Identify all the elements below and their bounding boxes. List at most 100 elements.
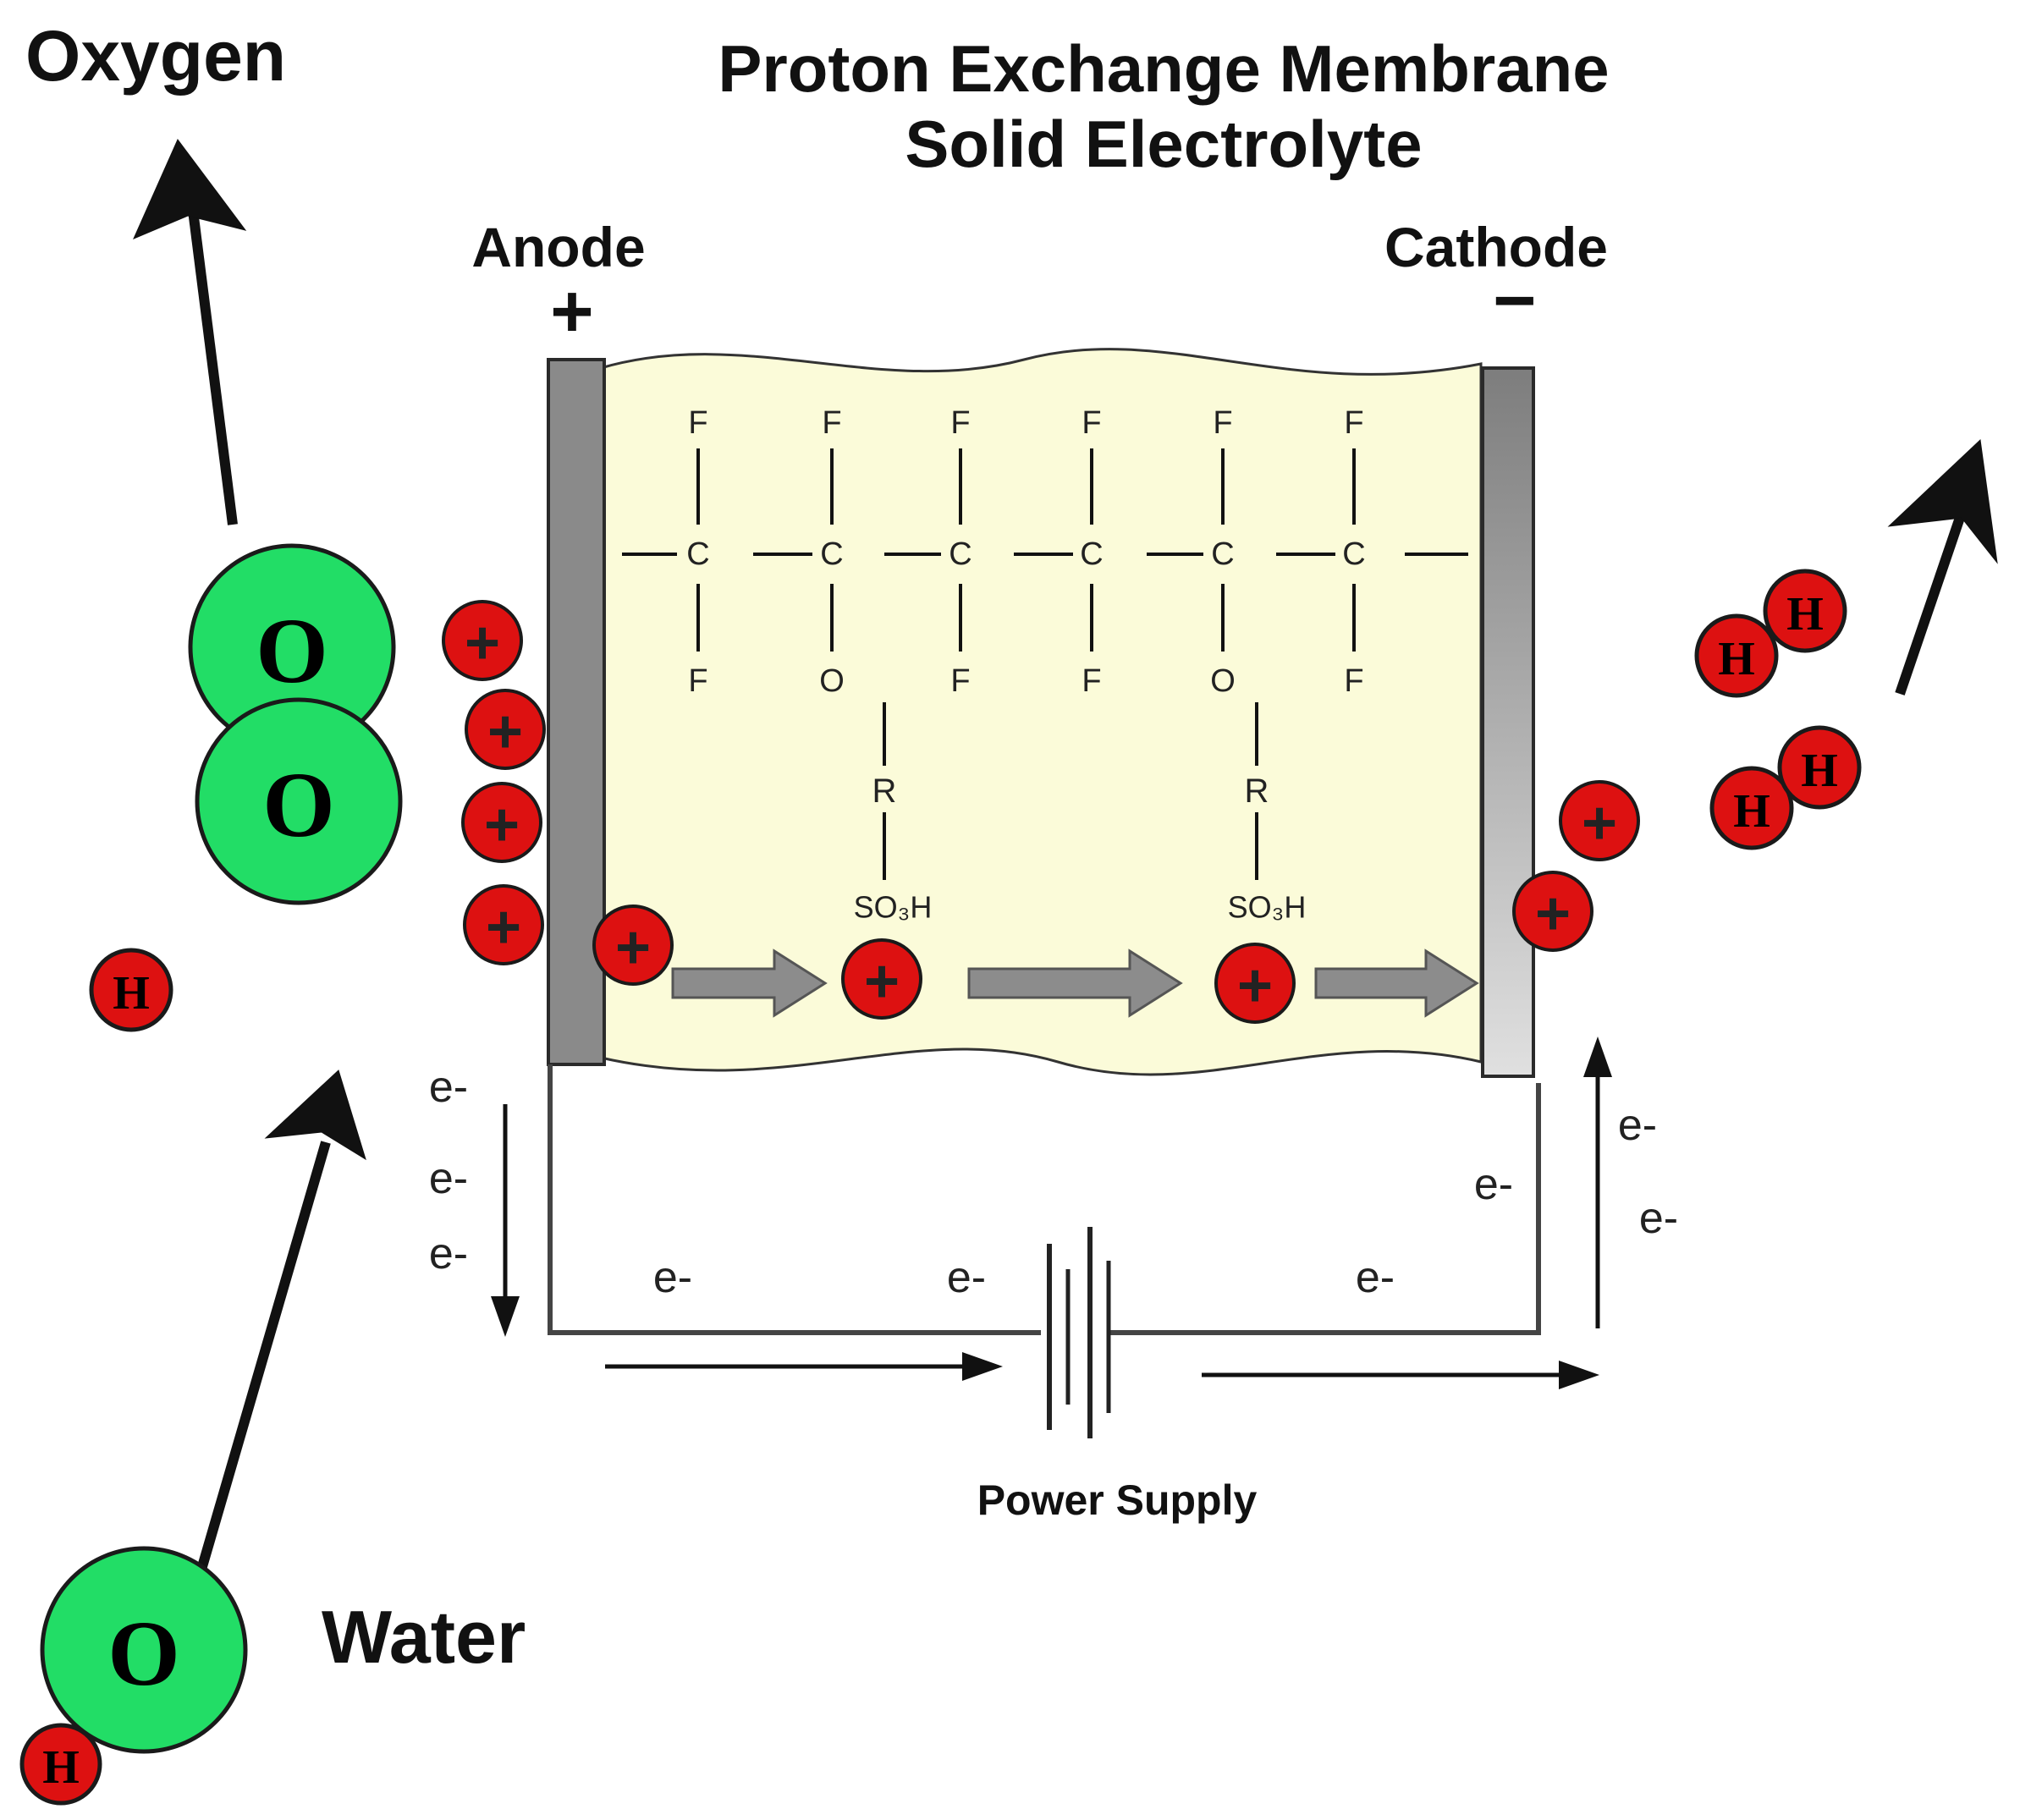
- carbon-atom: C: [686, 536, 709, 572]
- oxygen-atom-symbol: O: [256, 599, 328, 702]
- proton-sign: +: [484, 791, 520, 859]
- fluorine-atom: F: [822, 405, 841, 441]
- proton-sign: +: [1535, 880, 1571, 948]
- hydrogen-atom: H: [1777, 725, 1862, 810]
- electron-label: e-: [653, 1253, 692, 1302]
- power-supply-label: Power Supply: [977, 1476, 1258, 1524]
- anode-sign: +: [550, 269, 593, 353]
- proton-sign: +: [1237, 952, 1273, 1020]
- fluorine-atom: F: [950, 405, 970, 441]
- proton-sign: +: [487, 698, 523, 766]
- proton: +: [592, 905, 674, 986]
- oxygen-atom: O: [40, 1546, 248, 1754]
- electron-label: e-: [947, 1253, 986, 1302]
- fluorine-atom: F: [1082, 663, 1101, 699]
- proton-flow-arrows: [671, 948, 1479, 1018]
- electron-label: e-: [429, 1229, 468, 1278]
- fluorine-atom: F: [1344, 405, 1363, 441]
- hydrogen-atom-symbol: H: [42, 1741, 80, 1794]
- proton: +: [463, 884, 544, 965]
- fluorine-atom: F: [1213, 405, 1232, 441]
- electron-down-arrow: [491, 1104, 520, 1337]
- external-circuit: [548, 1064, 1541, 1335]
- carbon-atom: C: [1211, 536, 1234, 572]
- proton-sign: +: [1582, 789, 1617, 857]
- ether-oxygen-atom: O: [819, 663, 845, 699]
- proton: +: [465, 689, 546, 770]
- proton-sign: +: [486, 894, 521, 961]
- protons: +++++++++: [442, 600, 1640, 1024]
- proton: +: [1512, 871, 1593, 952]
- hydrogen-atom-symbol: H: [113, 967, 150, 1020]
- water-in-arrowhead: [264, 1069, 366, 1161]
- proton-flow-arrow: [967, 948, 1183, 1018]
- carbon-atom: C: [1080, 536, 1103, 572]
- membrane: [599, 348, 1483, 1076]
- carbon-atom: C: [1342, 536, 1365, 572]
- proton: +: [841, 938, 922, 1020]
- hydrogen-atom: H: [89, 948, 173, 1032]
- electron-label: e-: [1474, 1160, 1513, 1209]
- electron-label: e-: [1618, 1101, 1657, 1150]
- electron-flow-arrows: [491, 1036, 1612, 1389]
- hydrogen-out-arrow: [1895, 506, 1968, 696]
- polymer-backbone: [622, 448, 1468, 880]
- ether-oxygen-atom: O: [1210, 663, 1236, 699]
- fluorine-atom: F: [1344, 663, 1363, 699]
- hydrogen-atom-symbol: H: [1801, 745, 1838, 797]
- oxygen-atom: O: [195, 697, 403, 905]
- proton: +: [442, 600, 523, 681]
- sulfonic-acid-group: SO₃H: [1228, 890, 1307, 925]
- electron-label: e-: [1639, 1194, 1678, 1243]
- proton-sign: +: [864, 948, 900, 1015]
- title-line-1: Proton Exchange Membrane: [718, 31, 1609, 106]
- hydrogen-atom: H: [19, 1723, 102, 1806]
- proton-flow-arrow: [671, 948, 828, 1018]
- side-group-r: R: [872, 773, 897, 810]
- oxygen-out-arrow: [185, 190, 238, 525]
- fluorine-atom: F: [688, 663, 707, 699]
- electron-label: e-: [429, 1154, 468, 1203]
- electron-label: e-: [429, 1063, 468, 1112]
- sulfonic-acid-group: SO₃H: [854, 890, 933, 925]
- oxygen-atom-symbol: O: [262, 753, 335, 856]
- oxygen-atom-symbol: O: [107, 1602, 180, 1705]
- title-line-2: Solid Electrolyte: [905, 107, 1422, 181]
- cathode-electrode: [1481, 366, 1535, 1078]
- water-in-arrow: [196, 1141, 331, 1571]
- hydrogen-out-arrowhead: [1887, 438, 1998, 564]
- water-label: Water: [322, 1595, 526, 1679]
- cathode-label: Cathode: [1384, 216, 1608, 278]
- battery-symbol: [1047, 1227, 1111, 1438]
- oxygen-label: Oxygen: [25, 16, 286, 96]
- proton: +: [1559, 780, 1640, 861]
- proton-sign: +: [465, 609, 500, 677]
- fluorine-atom: F: [950, 663, 970, 699]
- oxygen-out-arrowhead: [133, 139, 247, 239]
- cathode-sign: −: [1493, 258, 1536, 342]
- electron-label: e-: [1356, 1253, 1395, 1302]
- fluorine-atom: F: [688, 405, 707, 441]
- hydrogen-atom: H: [1709, 766, 1794, 850]
- hydrogen-atom: H: [1763, 569, 1847, 653]
- oxygen-atom: O: [188, 543, 396, 751]
- proton: +: [461, 782, 542, 863]
- electron-labels: e-e-e-e-e-e-e-e-e-: [429, 1063, 1678, 1302]
- carbon-atom: C: [949, 536, 971, 572]
- proton: +: [1214, 943, 1296, 1024]
- carbon-atom: C: [820, 536, 843, 572]
- electron-right-arrow-left: [605, 1352, 1003, 1381]
- proton-sign: +: [615, 914, 651, 981]
- hydrogen-atom-symbol: H: [1718, 633, 1755, 685]
- gas-arrows: [133, 139, 1998, 1571]
- hydrogen-atom-symbol: H: [1786, 588, 1824, 641]
- anode-label: Anode: [471, 216, 645, 278]
- proton-flow-arrow: [1314, 948, 1479, 1018]
- fluorine-atom: F: [1082, 405, 1101, 441]
- electron-right-arrow-right: [1202, 1361, 1599, 1389]
- hydrogen-atom-symbol: H: [1733, 785, 1770, 838]
- electron-up-arrow: [1583, 1036, 1612, 1328]
- hydrogen-atom: H: [1694, 613, 1779, 698]
